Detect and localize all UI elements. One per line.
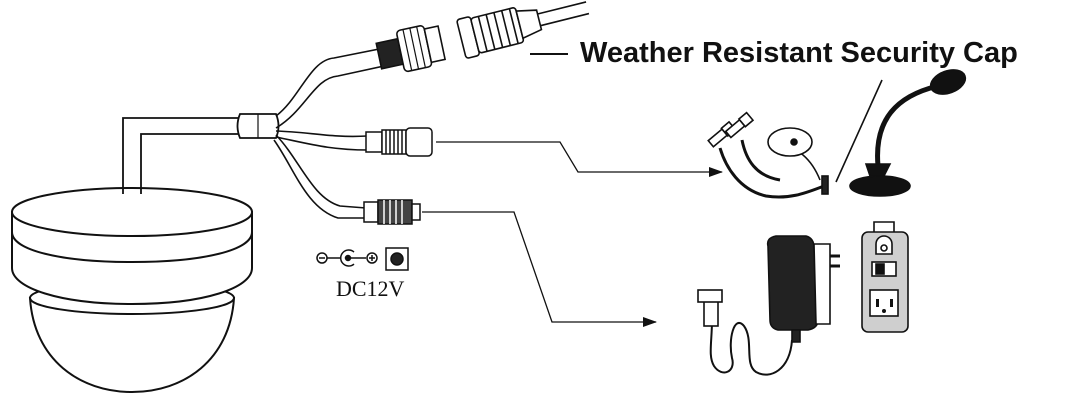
dc-voltage-label: DC12V <box>336 276 405 301</box>
cable-junction <box>236 113 280 139</box>
dc-polarity-symbol-icon <box>316 247 409 271</box>
power-arrow <box>422 211 657 327</box>
audio-arrow <box>436 141 723 177</box>
connection-arrows <box>422 141 723 327</box>
rj45-connector-icon <box>375 25 447 73</box>
dome-camera-icon <box>11 187 253 394</box>
dc-power-jack-icon <box>363 199 421 225</box>
weather-cap-icon <box>456 1 590 59</box>
desk-microphone-icon <box>849 69 967 197</box>
branch-cables <box>273 47 385 219</box>
main-cable <box>122 117 240 194</box>
power-adapter-icon <box>697 235 840 376</box>
audio-connector-icon <box>365 127 433 157</box>
option-divider <box>835 79 883 183</box>
pickup-microphone-icon <box>707 111 829 199</box>
cap-label: Weather Resistant Security Cap <box>580 37 1018 69</box>
power-strip-icon <box>861 221 909 333</box>
